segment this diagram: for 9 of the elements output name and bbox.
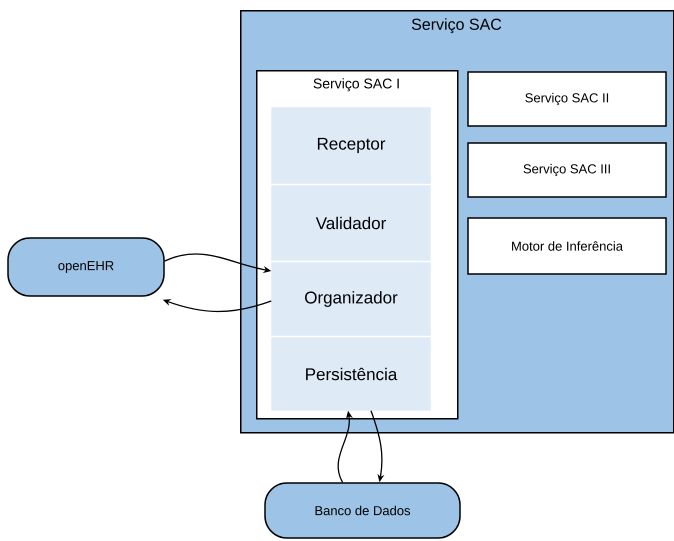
- service-box: Serviço SAC II: [467, 71, 667, 127]
- module-box: Persistência: [271, 337, 431, 411]
- module-box: Organizador: [271, 262, 431, 336]
- module-box: Receptor: [271, 107, 431, 184]
- service-box: Motor de Inferência: [467, 217, 667, 275]
- module-box: Validador: [271, 185, 431, 261]
- system-terminal: openEHR: [7, 237, 165, 297]
- database-terminal: Banco de Dados: [264, 482, 461, 539]
- service-box: Serviço SAC III: [467, 142, 667, 198]
